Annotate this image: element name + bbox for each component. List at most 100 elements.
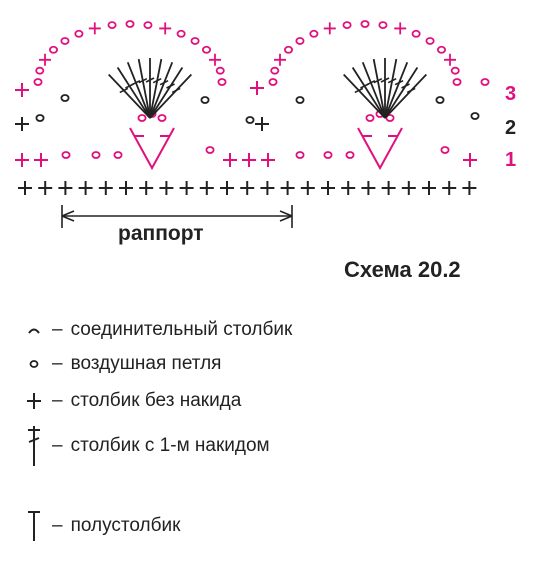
single-crochet-symbol [220,181,234,195]
single-crochet-symbol [159,22,172,35]
double-crochet-symbol [149,61,174,119]
single-crochet-symbol [139,181,154,195]
double-crochet-symbol [384,58,398,119]
double-crochet-symbol [343,73,386,119]
single-crochet-symbol [34,153,48,167]
single-crochet-icon [16,387,52,415]
chain-symbol [60,94,70,102]
double-crochet-bar [387,77,397,84]
v-stitch-symbol [357,127,403,171]
single-crochet-symbol [274,53,287,66]
legend-text-chain: воздушная петля [70,353,222,374]
chain-symbol [35,114,45,122]
chain-symbol [342,21,352,30]
double-crochet-symbol [108,73,151,119]
double-crochet-bar [406,87,416,94]
single-crochet-symbol [15,83,29,97]
legend-item-slip-stitch: – соединительный столбик [16,316,292,344]
single-crochet-symbol [250,81,264,95]
single-crochet-symbol [300,181,315,195]
chain-symbol [215,66,225,75]
half-double-crochet-icon [16,508,52,544]
single-crochet-symbol [443,53,456,66]
double-crochet-symbol [126,61,151,119]
rapport-arrow [61,205,293,228]
legend-item-single-crochet: – столбик без накида [16,387,241,415]
single-crochet-symbol [463,153,477,167]
single-crochet-symbol [199,181,214,195]
double-crochet-bar [145,77,155,83]
single-crochet-symbol [18,181,32,195]
chain-symbol [323,151,333,159]
double-crochet-symbol [384,61,409,119]
single-crochet-symbol [15,153,29,167]
single-crochet-symbol [280,181,295,195]
single-crochet-symbol [422,181,436,195]
legend-text-double-crochet: столбик с 1-м накидом [70,435,270,456]
single-crochet-symbol [208,53,221,66]
chain-symbol [91,151,101,159]
double-crochet-symbol [384,67,419,119]
legend-dash: – [52,353,63,374]
chain-symbol [35,66,45,75]
single-crochet-symbol [39,53,52,66]
chain-symbol [470,112,480,120]
chain-symbol [157,114,167,122]
single-crochet-symbol [179,181,194,195]
chain-symbol [190,37,200,45]
chain-symbol [435,96,445,104]
double-crochet-bar [131,79,141,86]
single-crochet-symbol [261,153,275,167]
double-crochet-symbol [361,61,386,119]
single-crochet-symbol [119,181,133,195]
row-number-3: 3 [505,83,517,105]
double-crochet-bar [394,79,404,86]
double-crochet-bar [152,77,162,84]
single-crochet-symbol [323,22,336,35]
double-crochet-symbol [116,67,151,119]
single-crochet-symbol [381,181,396,195]
single-crochet-symbol [341,181,356,195]
chain-stitch-icon [16,350,52,378]
legend-text-slip-stitch: соединительный столбик [70,319,293,340]
row-number-2: 2 [505,117,517,139]
chain-symbol [60,37,70,45]
chain-symbol [309,29,319,38]
legend-text-single-crochet: столбик без накида [70,390,242,411]
legend-text-half-double-crochet: полустолбик [70,515,181,536]
row-number-1: 1 [505,149,517,171]
single-crochet-symbol [58,181,73,195]
chain-symbol [245,116,255,124]
chain-symbol [360,20,370,28]
chain-symbol [143,21,153,30]
double-crochet-symbol [149,67,184,119]
chain-symbol [113,151,123,159]
single-crochet-symbol [442,181,457,195]
chain-symbol [345,151,355,159]
double-crochet-bar [166,83,175,89]
legend-item-half-double-crochet: – полустолбик [16,508,180,544]
double-crochet-symbol [372,58,386,119]
double-crochet-icon [16,424,52,468]
chain-symbol [205,146,215,154]
chain-symbol [137,114,147,122]
single-crochet-symbol [242,153,256,167]
chain-symbol [268,78,278,86]
chain-symbol [217,78,227,86]
chain-symbol [33,78,43,86]
legend-dash: – [52,390,63,411]
double-crochet-bar [159,79,169,86]
chain-symbol [450,66,460,75]
double-crochet-symbol [351,67,386,119]
single-crochet-symbol [223,153,237,167]
double-crochet-bar [401,83,410,89]
chain-symbol [200,96,210,104]
chain-symbol [385,114,395,122]
chain-symbol [284,45,294,54]
chain-symbol [295,151,305,159]
chain-symbol [49,45,59,54]
chain-symbol [61,151,71,159]
single-crochet-symbol [361,181,376,195]
chain-symbol [411,29,421,38]
